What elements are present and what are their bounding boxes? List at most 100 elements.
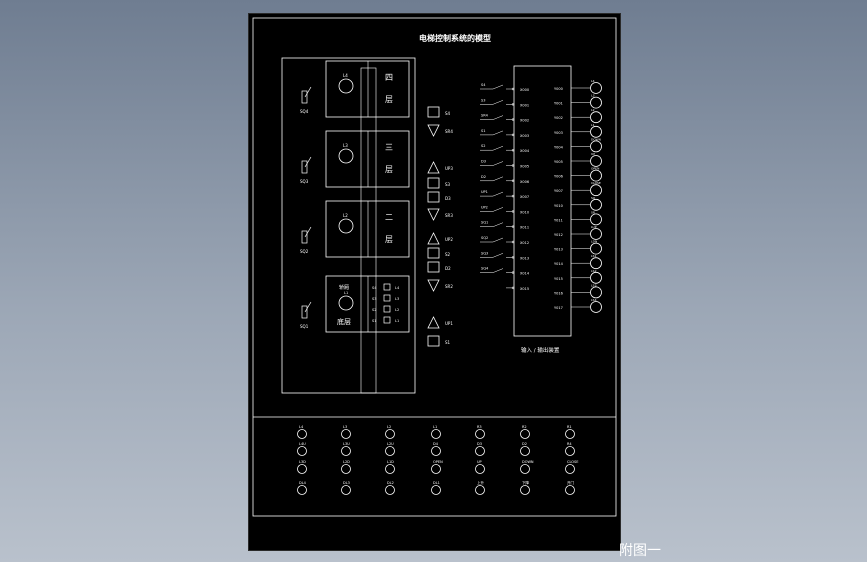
plc-input-label: X013 [520,256,529,260]
plc-output-label: Y002 [554,116,563,120]
output-lamp-icon [590,301,602,313]
terminal-dot [511,240,515,244]
output-lamp-label: SQ [591,196,596,200]
call-button-label: SR4 [445,129,453,134]
plc-output-terminal: Y003 L1 [554,123,602,138]
indicator-lamp: L1 [431,425,441,439]
terminal-dot [511,210,515,213]
indicator-lamp-icon [520,429,530,439]
output-lamp-label: LS1 [591,254,597,258]
call-button-square-icon [427,247,440,259]
terminal-dot [511,148,515,152]
switch-label: SQ1 [300,324,309,329]
indicator-label: D2 [522,442,527,446]
switch-contact [492,207,504,212]
indicator-lamp-icon [297,464,307,474]
call-button: S4 [427,106,451,118]
indicator-lamp-icon [297,429,307,439]
indicator-lamp-icon [385,446,395,456]
output-lamp-icon [590,82,602,94]
terminal-dot [511,194,515,198]
call-button-square-icon [427,261,440,273]
call-button: UP1 [427,316,453,329]
input-wire-label: D3 [481,160,486,164]
indicator-lamp-icon [341,446,351,456]
output-lamp-icon [590,242,602,255]
plc-output-label: Y004 [554,145,564,149]
indicator-label: L3D [299,460,306,464]
input-wire-label: UP1 [481,190,488,194]
indicator-label: 下降 [522,480,530,485]
up-arrow-icon [427,316,440,329]
output-lamp-icon [590,96,602,109]
indicator-lamp: L2U [385,442,395,456]
up-arrow-icon [427,161,440,174]
output-lamp-label: L1 [591,123,595,127]
plc-input-terminal: X007 UP1 [480,190,529,199]
indicator-label: L4U [299,442,306,446]
indicator-lamp-icon [431,485,441,495]
indicator-lamp-icon [297,485,307,495]
input-wire-label: S1 [481,129,485,133]
indicator-lamp: CLOSE [565,460,578,474]
call-button-label: D3 [445,196,451,201]
output-lamp-label: LDN [591,240,597,244]
indicator-lamp-icon [565,446,575,456]
switch-label: SQ2 [300,249,309,254]
indicator-label: UP [477,460,482,464]
plc-output-label: Y003 [554,131,563,135]
indicator-label: L1D [387,460,394,464]
floor-lamp-icon [338,78,354,94]
indicator-lamp-icon [431,429,441,439]
cabin-box [325,60,410,118]
indicator-lamp-icon [520,464,530,474]
plc-input-terminal: X003 S1 [480,129,529,138]
output-lamp-icon [590,257,602,270]
cabin-box [325,200,410,258]
plc-input-terminal: X015 [506,286,529,291]
plc-output-label: Y007 [554,189,563,193]
indicator-lamp: OPEN [431,460,443,474]
car-button-label: S3 [372,297,376,301]
plc-input-label: X007 [520,195,529,199]
output-lamp-label: L3 [591,94,595,98]
indicator-label: L1 [433,425,437,429]
down-arrow-icon [427,124,440,137]
input-wire-label: SQ3 [481,251,488,255]
plc-input-label: X003 [520,134,529,138]
plc-output-label: Y010 [554,204,563,208]
limit-switch-lever [304,86,312,98]
call-button-square-icon [427,177,440,189]
indicator-label: 开门 [567,480,575,485]
plc-output-label: Y012 [554,233,563,237]
indicator-lamp: L3U [341,442,351,456]
output-lamp-label: LS3 [591,283,597,287]
output-lamp-icon [590,198,602,211]
plc-input-label: X015 [520,287,529,291]
indicator-lamp: R1 [565,425,575,439]
plc-input-label: X010 [520,210,529,214]
indicator-lamp: L1D [385,460,395,474]
switch-contact [492,161,504,166]
indicator-lamp: DL1 [431,481,441,495]
call-button-label: SR3 [445,213,453,218]
output-lamp-icon [590,125,602,138]
plc-input-label: X000 [520,88,529,92]
call-button-label: S1 [445,340,451,345]
drawing-frame [252,17,617,517]
indicator-label: R3 [477,425,482,429]
floor-name-char: 层 [385,235,393,244]
